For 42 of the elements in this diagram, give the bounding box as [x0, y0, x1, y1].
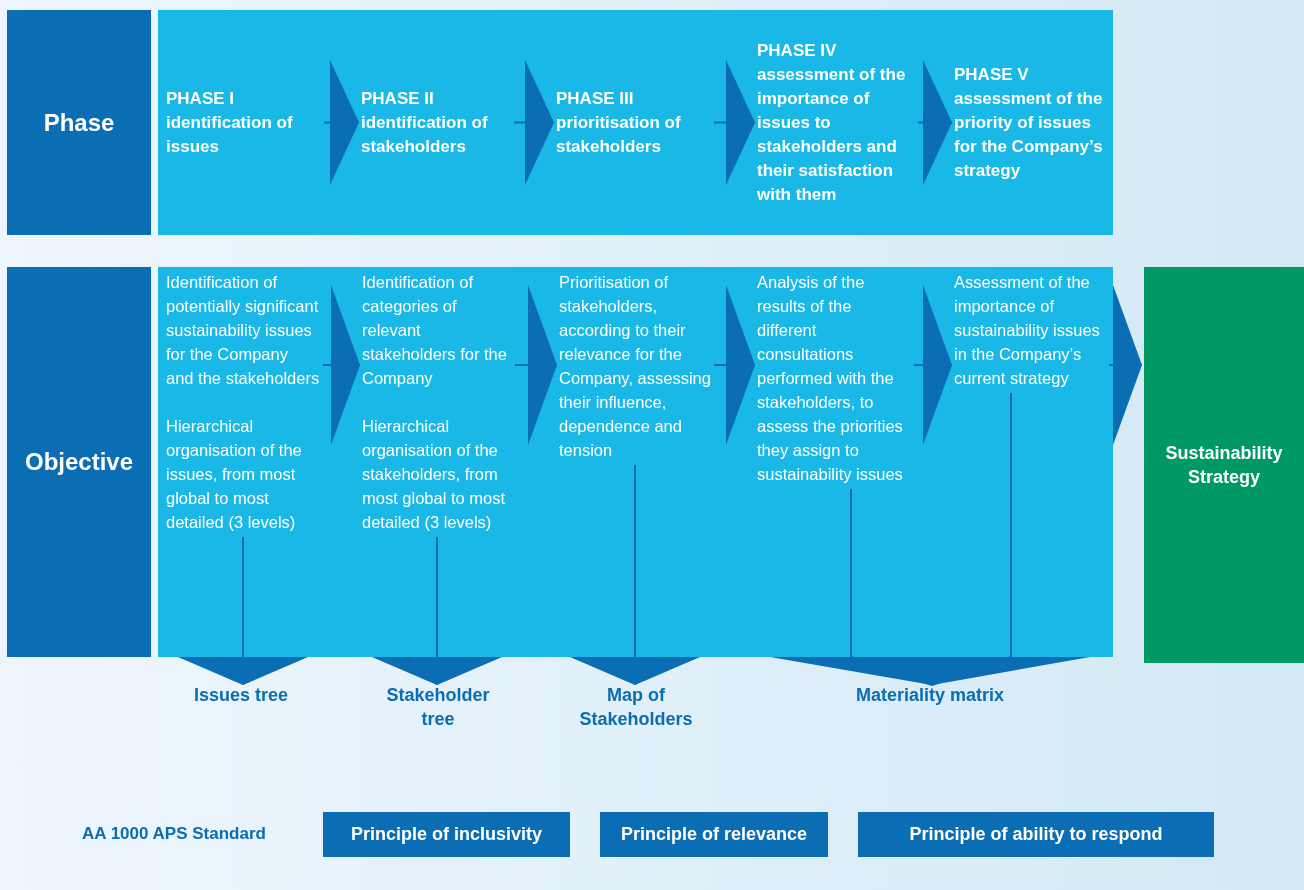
standard-label: AA 1000 APS Standard — [82, 824, 266, 844]
output-label: Materiality matrix — [830, 683, 1030, 733]
phase-description: prioritisation of stakeholders — [556, 111, 682, 158]
objective-text: Identification of categories of relevant stakeholders for the Company — [362, 272, 508, 389]
down-chevron-arrow — [931, 392, 1090, 686]
down-chevron-arrow — [570, 464, 700, 686]
phase-description: assessment of the priority of issues for the Company’s strategy — [954, 87, 1104, 182]
chevron-arrow — [1108, 285, 1143, 445]
phase-heading: PHASE II — [361, 87, 435, 110]
output-label: Stakeholder tree — [368, 683, 508, 733]
chevron-arrow — [513, 60, 555, 185]
strategy-box: Sustainability Strategy — [1144, 267, 1304, 663]
phase-heading: PHASE III — [556, 87, 635, 110]
row-header: Objective — [7, 267, 151, 657]
chevron-arrow — [913, 285, 953, 445]
objective-text: Hierarchical organisation of the stakeholders, from most global to most detailed (3 levels) — [362, 416, 507, 533]
phase-heading: PHASE V — [954, 63, 1030, 86]
chevron-arrow — [323, 60, 360, 185]
phase-description: identification of issues — [166, 111, 294, 158]
objective-text: Identification of potentially significant sustainability issues for the Company and the stakeholders — [166, 272, 320, 389]
phase-heading: PHASE I — [166, 87, 236, 110]
output-label: Issues tree — [170, 683, 312, 733]
down-chevron-arrow — [178, 536, 308, 686]
phase-heading: PHASE IV — [757, 39, 838, 62]
chevron-arrow — [917, 60, 953, 185]
chevron-arrow — [713, 60, 756, 185]
objective-text: Assessment of the importance of sustainability issues in the Company’s current strategy — [954, 272, 1101, 389]
phase-description: assessment of the importance of issues to stakeholders and their satisfaction with them — [757, 63, 907, 206]
objective-text: Hierarchical organisation of the issues, from most global to most detailed (3 levels) — [166, 416, 303, 533]
principle-box: Principle of inclusivity — [323, 812, 570, 857]
down-chevron-arrow — [372, 536, 502, 686]
principle-box: Principle of ability to respond — [858, 812, 1214, 857]
objective-text: Analysis of the results of the different consultations performed with the stakeholders, to assess the priorities they assign to sustainability issues — [757, 272, 904, 485]
output-label: Map of Stakeholders — [566, 683, 706, 733]
objective-text: Prioritisation of stakeholders, according to their relevance for the Company, assessing their influence, dependence and tension — [559, 272, 711, 461]
phase-description: identification of stakeholders — [361, 111, 489, 158]
row-header: Phase — [7, 10, 151, 235]
down-chevron-arrow — [770, 488, 933, 686]
chevron-arrow — [713, 285, 756, 445]
chevron-arrow — [322, 285, 361, 445]
principle-box: Principle of relevance — [600, 812, 828, 857]
chevron-arrow — [514, 285, 558, 445]
